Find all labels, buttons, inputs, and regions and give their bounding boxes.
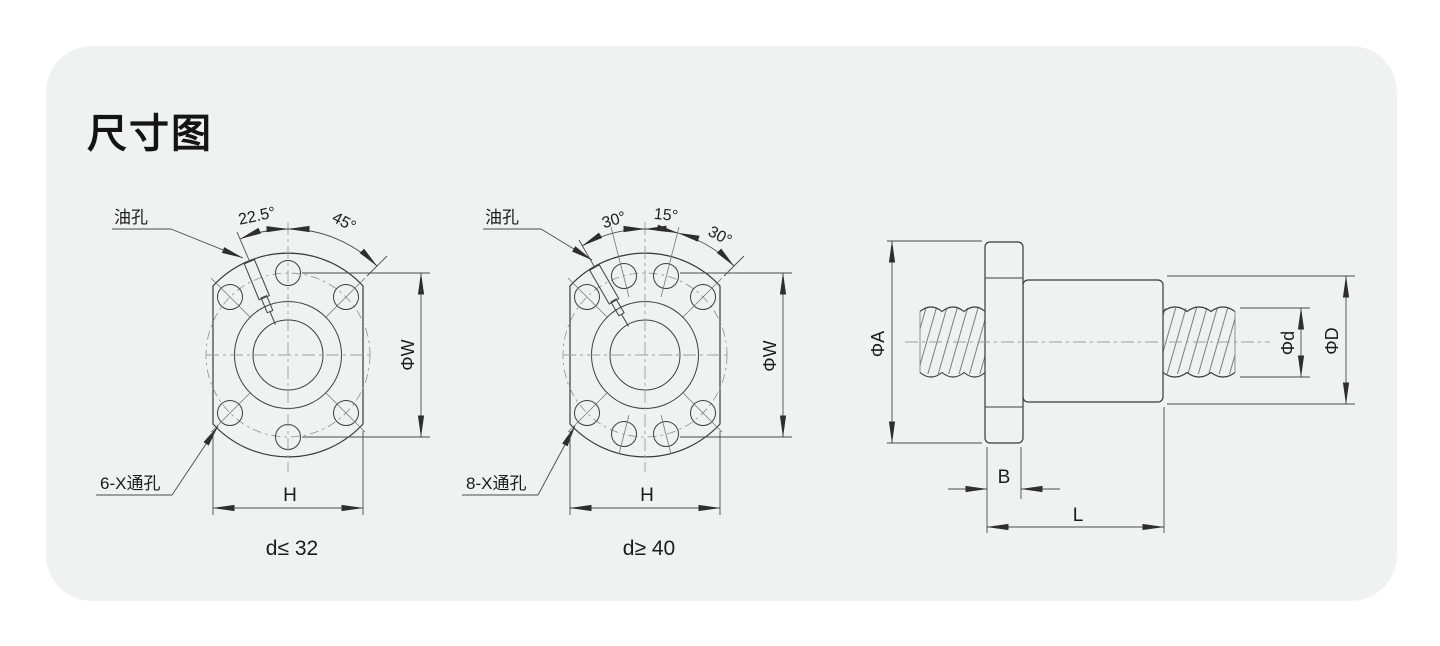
angle-label: 30° bbox=[600, 209, 628, 232]
angle-arc-30-right bbox=[677, 232, 735, 267]
angle-arc-45 bbox=[287, 225, 378, 267]
width-dim-label: H bbox=[283, 485, 297, 506]
bolt-hole bbox=[574, 400, 600, 426]
hole-centermark bbox=[618, 414, 630, 455]
view-caption: d≤ 32 bbox=[266, 537, 318, 560]
bolt-hole bbox=[217, 400, 243, 426]
bolt-hole bbox=[333, 400, 359, 426]
nut-body bbox=[1022, 279, 1164, 403]
hole-centermark bbox=[660, 226, 680, 298]
through-hole-label: 6-X通孔 bbox=[100, 474, 160, 493]
hole-centermark bbox=[681, 391, 723, 433]
extension-line bbox=[236, 231, 250, 261]
leader-arrow bbox=[171, 425, 219, 496]
flange-plate bbox=[984, 241, 1024, 444]
oil-hole-label: 油孔 bbox=[114, 208, 148, 227]
leader-arrow bbox=[540, 228, 593, 261]
leader-arrow bbox=[537, 425, 576, 496]
angle-label: 45° bbox=[329, 209, 358, 235]
bolt-hole bbox=[611, 421, 637, 447]
flange-width-label: B bbox=[998, 467, 1011, 488]
flange-outline bbox=[569, 252, 721, 458]
bolt-hole bbox=[574, 284, 600, 310]
bolt-hole bbox=[653, 421, 679, 447]
hole-centermark bbox=[324, 391, 366, 433]
screw-od-label: Φd bbox=[1278, 331, 1298, 355]
hole-centermark bbox=[567, 391, 609, 433]
through-hole-label: 8-X通孔 bbox=[466, 474, 526, 493]
angle-label: 30° bbox=[705, 223, 734, 249]
hole-centermark bbox=[324, 277, 366, 319]
oil-hole-label: 油孔 bbox=[485, 208, 519, 227]
page-title: 尺寸图 bbox=[87, 112, 213, 156]
bolt-circle-dim-label: ΦW bbox=[760, 340, 780, 371]
flange-outline bbox=[212, 252, 364, 458]
hole-centermark bbox=[210, 391, 252, 433]
front-view-small: 22.5° 45° 油孔 6-X通孔 ΦW H d≤ 32 bbox=[96, 204, 430, 560]
front-view-large: 30° 15° 30° 油孔 8-X通孔 ΦW H d≥ 40 bbox=[462, 206, 792, 560]
angle-label: 15° bbox=[653, 206, 679, 225]
bolt-circle-dim-label: ΦW bbox=[398, 339, 418, 370]
side-view: ΦA Φd ΦD B L bbox=[868, 240, 1355, 533]
bolt-hole bbox=[333, 284, 359, 310]
oil-hole bbox=[243, 258, 276, 325]
hole-centermark bbox=[660, 414, 672, 455]
hole-centermark bbox=[681, 277, 723, 319]
oil-hole bbox=[589, 264, 629, 327]
bolt-hole bbox=[611, 263, 637, 289]
bolt-hole bbox=[690, 400, 716, 426]
leader-arrow bbox=[170, 228, 244, 259]
hole-centermark bbox=[210, 277, 252, 319]
angle-label: 22.5° bbox=[237, 204, 277, 228]
screw-shaft-left bbox=[919, 306, 986, 378]
hole-centermark bbox=[567, 277, 609, 319]
angle-arc-30-left bbox=[581, 225, 646, 247]
nut-od-label: ΦD bbox=[1322, 327, 1342, 354]
flange-od-label: ΦA bbox=[868, 331, 888, 357]
angle-arc-22-5 bbox=[239, 226, 289, 240]
hole-centermark bbox=[610, 226, 630, 298]
width-dim-label: H bbox=[640, 485, 654, 506]
bolt-hole bbox=[690, 284, 716, 310]
screw-shaft-right bbox=[1162, 306, 1236, 378]
nut-length-label: L bbox=[1073, 505, 1084, 526]
bolt-hole bbox=[217, 284, 243, 310]
angle-arc-15 bbox=[644, 224, 679, 234]
view-caption: d≥ 40 bbox=[623, 537, 675, 560]
bolt-hole bbox=[653, 263, 679, 289]
